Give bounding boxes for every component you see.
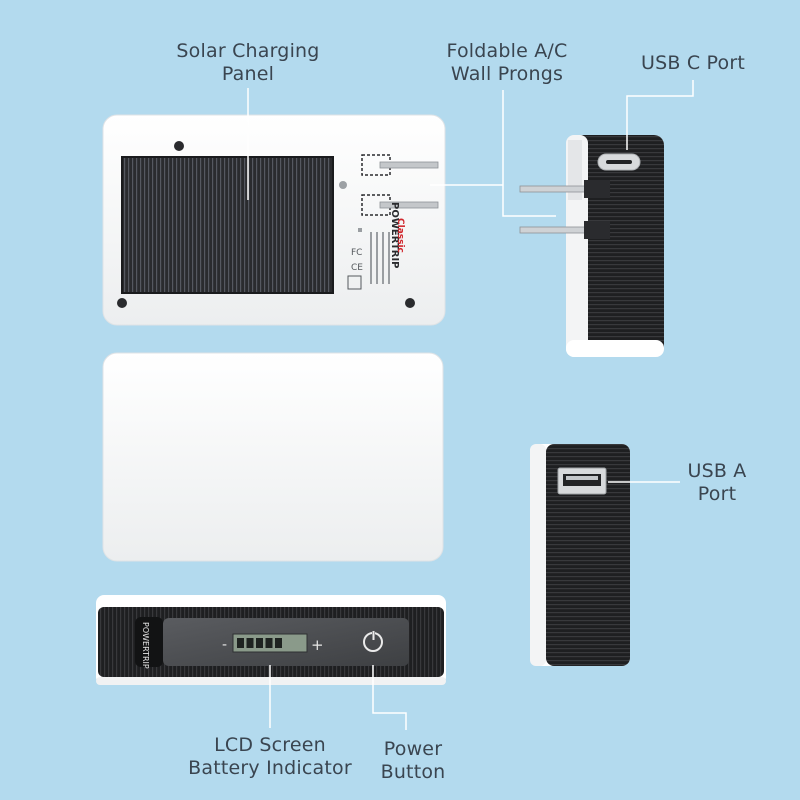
- callout-text: Battery Indicator: [188, 757, 352, 779]
- screw-icon: [405, 298, 415, 308]
- device-back-view: POWERTRIP Classic FC CE: [102, 114, 446, 326]
- callout-text: LCD Screen: [214, 734, 326, 756]
- brand-label: POWERTRIP: [389, 202, 400, 269]
- ce-mark: CE: [351, 263, 363, 273]
- fc-mark: FC: [351, 248, 362, 258]
- callout-usb-a: USB A Port: [676, 460, 758, 506]
- screw-icon: [174, 141, 184, 151]
- callout-text: Foldable A/C: [446, 40, 568, 62]
- callout-text: USB C Port: [640, 52, 745, 74]
- screw-icon: [117, 298, 127, 308]
- lcd-battery-bar: [246, 638, 254, 648]
- power-button[interactable]: [363, 630, 383, 652]
- callout-power-button: Power Button: [371, 738, 455, 784]
- device-bottom-view: POWERTRIP - +: [96, 595, 446, 685]
- device-front-view: [102, 352, 444, 562]
- solar-panel: [121, 156, 334, 294]
- callout-text: Solar Charging: [176, 40, 320, 62]
- callout-text: USB A: [687, 460, 747, 482]
- callout-text: Power: [383, 738, 443, 760]
- device-side-usba: [530, 444, 630, 666]
- lcd-battery-bar: [237, 638, 244, 648]
- prong-folded: [379, 201, 439, 209]
- screw-icon: [339, 181, 347, 189]
- model-label: Classic: [395, 218, 405, 253]
- lcd-minus-sign: -: [222, 637, 227, 653]
- device-side-usbc: [519, 135, 664, 357]
- edge-brand-label: POWERTRIP: [141, 622, 150, 669]
- callout-text: Wall Prongs: [450, 63, 564, 85]
- callout-usb-c: USB C Port: [630, 52, 756, 75]
- callout-prongs: Foldable A/C Wall Prongs: [432, 40, 582, 86]
- callout-solar-panel: Solar Charging Panel: [168, 40, 328, 86]
- lcd-plus-sign: +: [311, 636, 324, 654]
- callout-text: Port: [697, 483, 737, 505]
- lcd-battery-bars: [237, 638, 282, 648]
- callout-lcd: LCD Screen Battery Indicator: [185, 734, 355, 780]
- callout-text: Panel: [221, 63, 275, 85]
- lcd-battery-bar: [275, 638, 282, 648]
- callout-text: Button: [380, 761, 446, 783]
- lcd-battery-bar: [256, 638, 263, 648]
- lcd-battery-bar: [265, 638, 273, 648]
- prong-folded: [379, 161, 439, 169]
